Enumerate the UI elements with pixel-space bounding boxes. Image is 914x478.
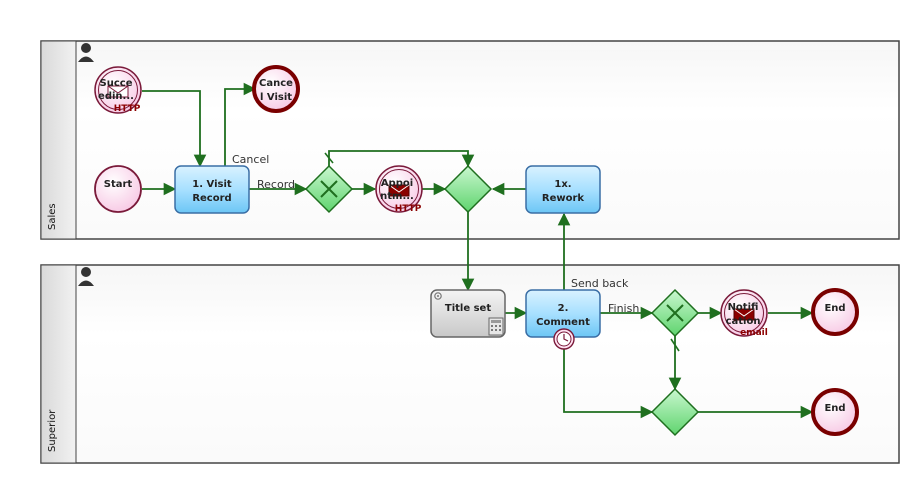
gateway-exclusive-1[interactable] [304,164,354,214]
lane-title-sales: Sales [47,203,58,230]
event-end-2[interactable]: End [811,388,859,436]
default-flow-markers [324,152,680,352]
task-title-set-label: Title set [445,303,491,314]
flow-timer-to-gateway [563,337,654,419]
x-gateway-icon [320,180,338,198]
task-rework[interactable]: 1x. Rework [525,165,601,214]
event-appointment[interactable]: Appoi ntm... HTTP [375,165,423,214]
event-end1-label: End [824,303,845,314]
event-succeeding-line2: edin... [98,91,134,102]
flow-label-finish: Finish [608,302,639,315]
task-visit-record-line1: 1. Visit [192,179,232,190]
flow-label-send-back: Send back [571,277,629,290]
event-end2-label: End [824,403,845,414]
event-end-1[interactable]: End [811,288,859,336]
task-rework-line2: Rework [542,193,585,204]
task-visit-record[interactable]: 1. Visit Record [174,165,250,214]
event-cancel-line2: l Visit [260,92,292,103]
gateway-merge[interactable] [443,164,493,214]
event-notification-line2: cation [726,316,761,327]
flow-cancel [224,82,257,166]
event-notification[interactable]: Notifi cation email [720,289,768,338]
x-gateway-icon [666,304,684,322]
task-rework-line1: 1x. [554,179,571,190]
timer-icon[interactable] [553,328,575,350]
event-succeeding[interactable]: Succe edin... HTTP [94,66,142,114]
event-notification-line1: Notifi [728,302,759,313]
flow-label-cancel: Cancel [232,153,269,166]
flow-label-record: Record [257,178,295,191]
person-icon [78,267,94,286]
event-succeeding-tag: HTTP [114,104,141,114]
event-start-label: Start [104,179,133,190]
event-notification-tag: email [740,328,768,338]
task-comment-line2: Comment [536,317,590,328]
gateway-bottom[interactable] [650,387,700,437]
event-appointment-tag: HTTP [395,204,422,214]
event-cancel-line1: Cance [259,78,293,89]
event-cancel-visit[interactable]: Cance l Visit [252,65,300,113]
task-visit-record-line2: Record [192,193,231,204]
task-comment[interactable]: 2. Comment [525,289,601,350]
task-comment-line1: 2. [558,303,569,314]
event-start[interactable]: Start [94,165,142,213]
gateway-exclusive-2[interactable] [650,288,700,338]
person-icon [78,43,94,62]
task-title-set[interactable]: Title set [430,289,506,338]
flow-succeeding-to-visit [142,90,207,168]
envelope-icon [733,308,755,321]
event-appointment-line2: ntm... [380,191,414,202]
event-appointment-line1: Appoi [381,178,413,189]
lane-title-superior: Superior [47,409,58,452]
event-succeeding-line1: Succe [100,78,133,89]
gear-icon [434,292,442,300]
calculator-icon [488,317,504,336]
envelope-icon [388,184,410,197]
envelope-icon [107,85,129,98]
